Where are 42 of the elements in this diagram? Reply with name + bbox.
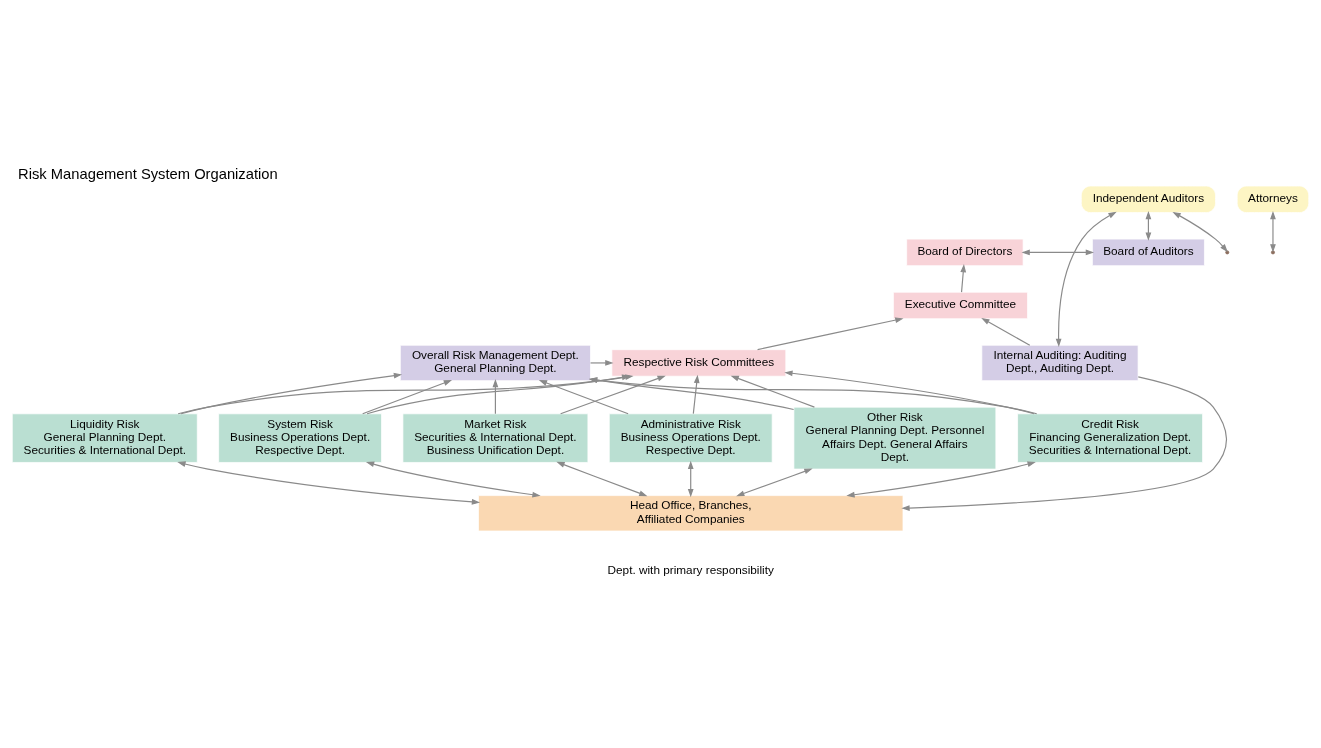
node-box: Credit Risk Financing Generalization Dept. Securities & International Dept. — [1017, 413, 1203, 463]
arrow — [1270, 211, 1276, 253]
arrow — [1021, 249, 1094, 256]
arrow — [784, 370, 1035, 415]
arrow — [588, 377, 1038, 415]
arrow — [492, 379, 499, 415]
node-box: Respective Risk Committees — [611, 349, 787, 377]
node-box: Board of Auditors — [1092, 238, 1205, 267]
arrow — [365, 461, 541, 498]
arrow — [589, 377, 795, 411]
node-box: Liquidity Risk General Planning Dept. Securities & International Dept. — [11, 413, 198, 463]
arrow — [846, 461, 1036, 498]
arrow — [757, 317, 904, 351]
arrow — [538, 380, 629, 415]
arrow — [362, 380, 453, 415]
arrow — [736, 468, 813, 497]
node-box: Executive Committee — [893, 291, 1028, 320]
arrow — [366, 374, 631, 415]
arrow — [1055, 211, 1117, 347]
arrow — [981, 317, 1031, 346]
node-box: Board of Directors — [906, 238, 1024, 267]
arrow — [180, 372, 403, 415]
node-box: Other Risk General Planning Dept. Personnel Affairs Dept. General Affairs Dept. — [793, 406, 997, 470]
arrow — [177, 461, 481, 505]
node-box: Internal Auditing: Auditing Dept., Auditing Dept. — [981, 344, 1139, 381]
arrow — [589, 360, 614, 366]
arrow — [692, 374, 700, 415]
arrow — [556, 461, 648, 497]
arrow — [687, 460, 694, 498]
node-box: Independent Auditors — [1080, 185, 1216, 213]
arrow — [901, 376, 1228, 511]
node-box: System Risk Business Operations Dept. Respective Dept. — [218, 413, 382, 463]
label: Dept. with primary responsibility — [607, 562, 774, 576]
arrow — [730, 375, 815, 408]
arrow — [1172, 211, 1228, 253]
node-box: Market Risk Securities & International Dept. Business Unification Dept. — [402, 413, 589, 463]
node-box: Head Office, Branches, Affiliated Companies — [478, 495, 904, 532]
node-box: Administrative Risk Business Operations Dept. Respective Dept. — [608, 413, 773, 463]
node-box: Overall Risk Management Dept. General Planning Dept. — [399, 344, 591, 381]
node-box: Attorneys — [1236, 185, 1310, 213]
diagram-title: Risk Management System Organization — [18, 165, 278, 182]
arrow — [960, 264, 967, 293]
